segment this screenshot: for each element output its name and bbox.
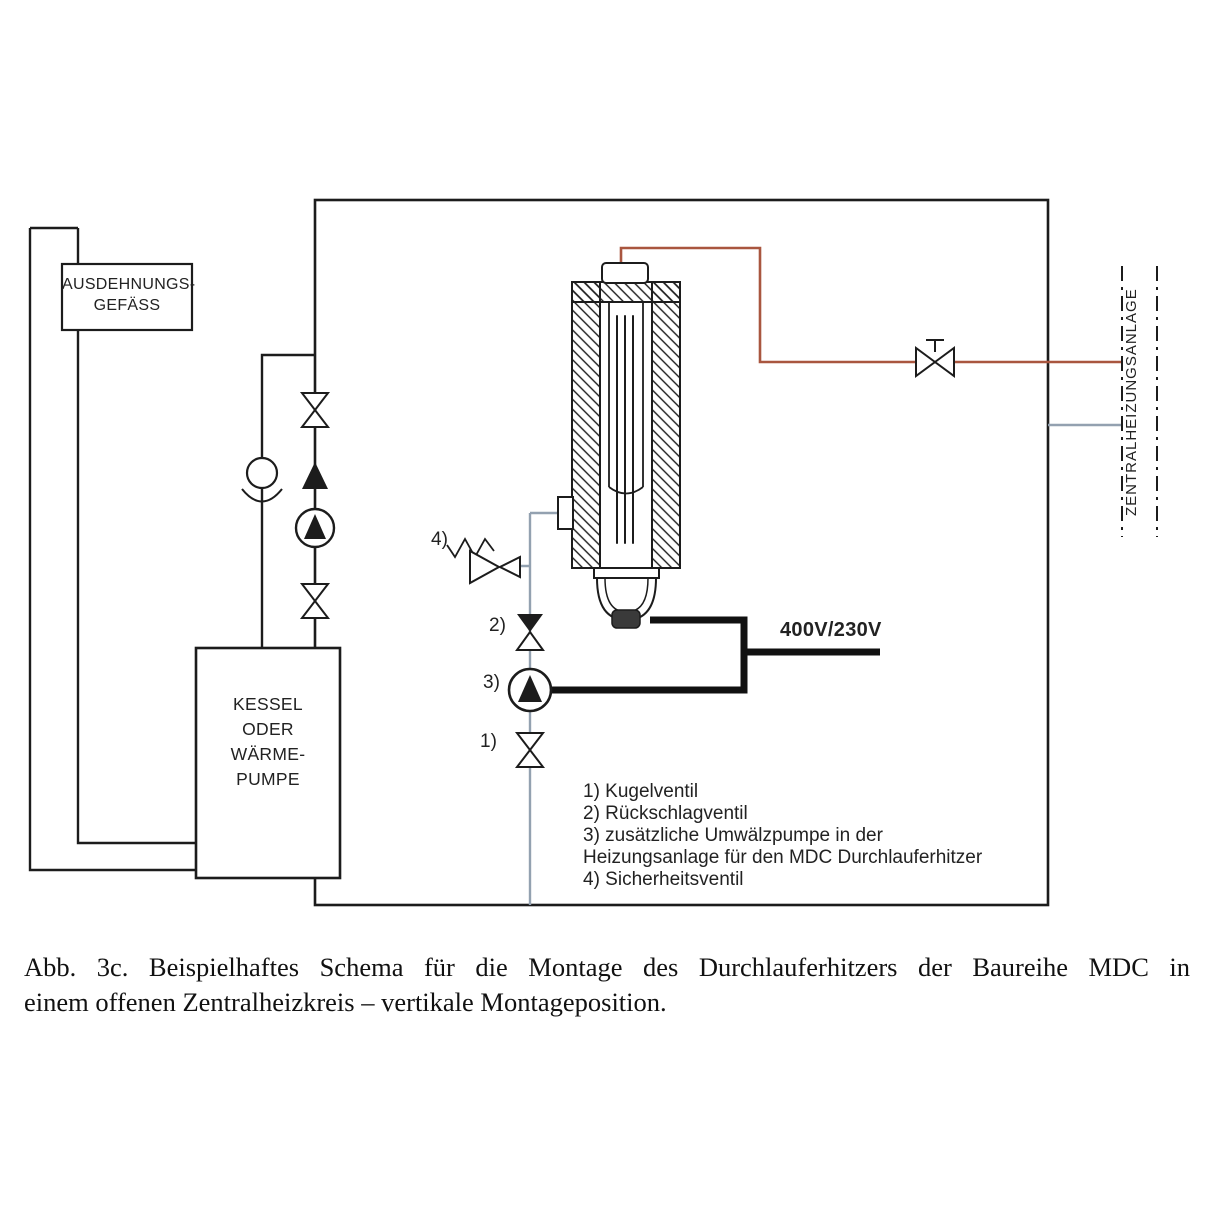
- ball-valve-icon: [299, 583, 331, 603]
- expansion-vessel-pipes: [28, 226, 196, 872]
- marker-4: 4): [431, 529, 448, 550]
- siphon-curve-icon: [241, 488, 283, 503]
- check-valve-icon: [302, 462, 328, 489]
- marker-3: 3): [483, 672, 500, 693]
- circulation-pump-icon: [507, 667, 553, 713]
- pump-arrow-icon: [518, 675, 542, 702]
- legend-line: 1) Kugelventil: [583, 781, 699, 802]
- boiler-label: KESSEL ODER WÄRME- PUMPE: [230, 694, 306, 789]
- heating-element-rods: [616, 315, 634, 544]
- shutoff-valve-icon: [915, 339, 955, 378]
- heater-top-cap: [601, 262, 649, 284]
- pump-arrow-icon: [304, 514, 326, 539]
- marker-1: 1): [480, 731, 497, 752]
- central-heating-label: ZENTRALHEIZUNGSANLAGE: [1123, 288, 1140, 516]
- hot-water-pipe: [619, 246, 1122, 364]
- spring-icon: [446, 537, 495, 559]
- expansion-vessel-label-line2: GEFÄSS: [93, 297, 161, 314]
- expansion-vessel-label-line1: AUSDEHNUNGS-: [62, 276, 196, 293]
- legend-line: 3) zusätzliche Umwälzpumpe in der: [583, 825, 883, 846]
- voltage-label: 400V/230V: [780, 619, 882, 641]
- power-cable: [552, 616, 880, 694]
- marker-2: 2): [489, 615, 506, 636]
- expansion-vessel-label: AUSDEHNUNGS- GEFÄSS: [62, 274, 196, 316]
- heater-inlet-port: [557, 496, 574, 530]
- boiler-box: [194, 646, 342, 880]
- caption-line-1: Abb. 3c. Beispielhaftes Schema für die M…: [24, 952, 1190, 982]
- legend-line: 2) Rückschlagventil: [583, 803, 748, 824]
- caption-line-2: einem offenen Zentralheizkreis – vertika…: [24, 987, 667, 1017]
- figure-caption: Abb. 3c. Beispielhaftes Schema für die M…: [24, 950, 1190, 1020]
- check-valve-icon: [515, 614, 545, 651]
- legend-line: Heizungsanlage für den MDC Durchlauferhi…: [583, 847, 983, 868]
- legend: 1) Kugelventil 2) Rückschlagventil 3) zu…: [583, 781, 982, 891]
- expansion-vessel-box: [60, 262, 194, 332]
- flow-heater-body: [557, 262, 681, 629]
- ball-valve-icon: [299, 392, 331, 412]
- boiler-riser-pipe: [241, 353, 315, 648]
- gauge-icon: [245, 456, 279, 490]
- outlet-arrow-icon: [497, 555, 521, 579]
- heater-terminal-knob: [611, 609, 641, 629]
- left-riser-fittings: [294, 392, 336, 619]
- ball-valve-icon: [299, 408, 331, 428]
- main-circuit-frame: [313, 198, 1050, 907]
- ball-valve-icon: [299, 599, 331, 619]
- safety-valve-icon: [446, 537, 521, 585]
- ball-valve-icon: [514, 732, 546, 768]
- heater-flange: [593, 567, 660, 579]
- legend-line: 4) Sicherheitsventil: [583, 869, 744, 890]
